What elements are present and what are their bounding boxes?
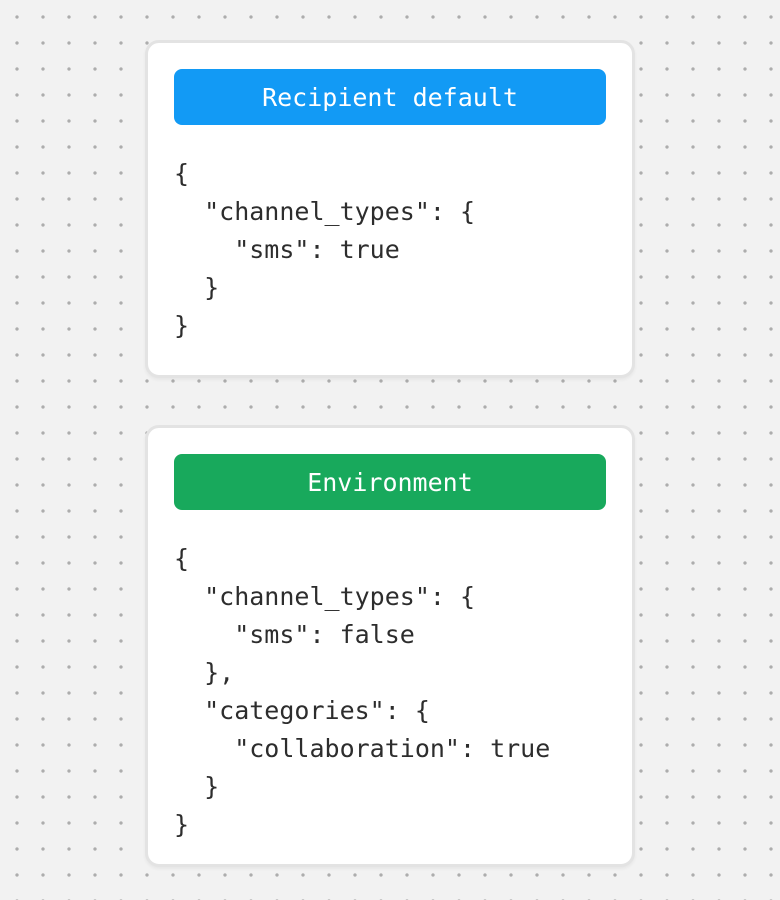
- recipient-default-json-code: { "channel_types": { "sms": true } }: [174, 155, 606, 345]
- card-environment: Environment { "channel_types": { "sms": …: [145, 425, 635, 867]
- card-recipient-default: Recipient default { "channel_types": { "…: [145, 40, 635, 378]
- code-line: }: [174, 772, 220, 801]
- code-line: "channel_types": {: [174, 582, 476, 611]
- code-line: {: [174, 544, 190, 573]
- code-line: "collaboration": true: [174, 734, 551, 763]
- code-line: }: [174, 273, 220, 302]
- code-line: "categories": {: [174, 696, 430, 725]
- code-line: "sms": true: [174, 235, 400, 264]
- environment-json-code: { "channel_types": { "sms": false }, "ca…: [174, 540, 606, 844]
- environment-title: Environment: [307, 467, 473, 497]
- code-line: },: [174, 658, 235, 687]
- code-line: }: [174, 810, 190, 839]
- code-line: }: [174, 311, 190, 340]
- code-line: "channel_types": {: [174, 197, 476, 226]
- code-line: "sms": false: [174, 620, 415, 649]
- recipient-default-header-badge: Recipient default: [174, 69, 606, 125]
- recipient-default-title: Recipient default: [262, 82, 518, 112]
- environment-header-badge: Environment: [174, 454, 606, 510]
- code-line: {: [174, 159, 190, 188]
